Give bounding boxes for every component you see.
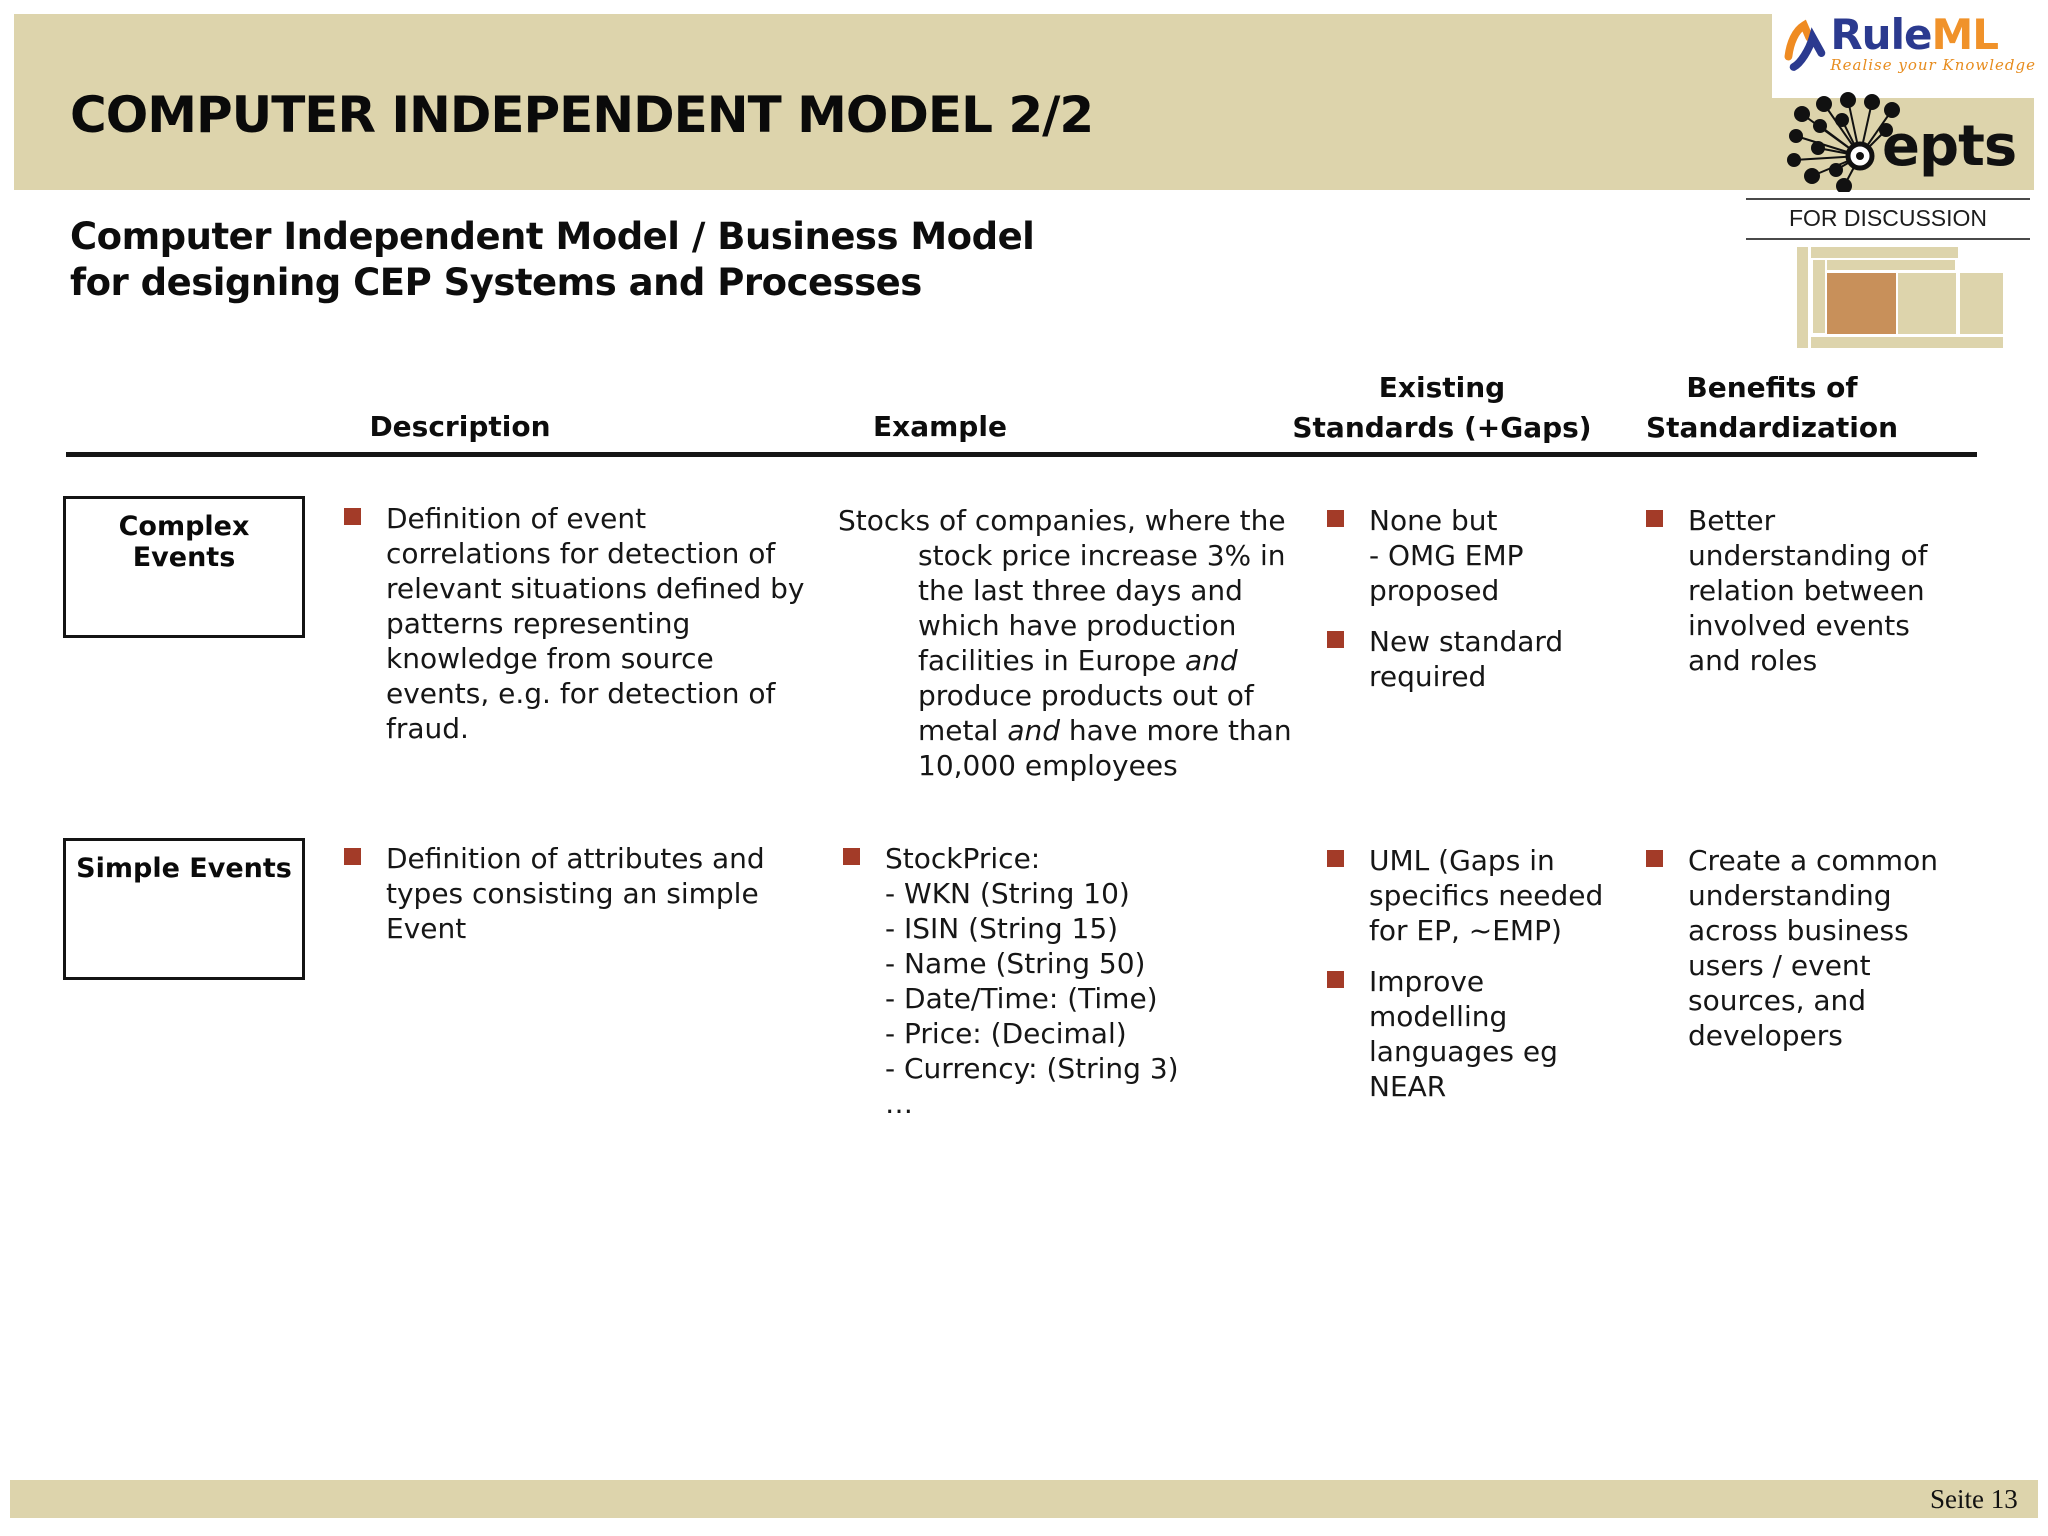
cell-text: Definition of attributes and types consi… (386, 842, 765, 945)
epts-wordmark: epts (1882, 114, 2017, 179)
cell-text: Improve modelling languages eg NEAR (1369, 965, 1558, 1103)
cell-complex-standards: None but - OMG EMP proposed New standard… (1327, 503, 1587, 694)
bullet-icon (1646, 850, 1663, 867)
ruleml-logo: RuleML Realise your Knowledge (1772, 10, 2038, 98)
list-item: Improve modelling languages eg NEAR (1327, 964, 1587, 1104)
bullet-icon (1327, 631, 1344, 648)
bullet-icon (1327, 971, 1344, 988)
cell-simple-benefits: Create a common understanding across bus… (1646, 843, 1976, 1053)
row-label-box-simple-events: Simple Events (63, 838, 305, 980)
bullet-icon (1646, 510, 1663, 527)
for-discussion-stamp: FOR DISCUSSION (1746, 198, 2030, 240)
ruleml-tagline: Realise your Knowledge (1830, 56, 2036, 74)
table-header-description: Description (369, 410, 551, 443)
list-item: None but - OMG EMP proposed (1327, 503, 1587, 608)
subtitle: Computer Independent Model / Business Mo… (70, 215, 1035, 304)
ruleml-wordmark-ml: ML (1931, 10, 1999, 59)
table-header-standards: Existing Standards (+Gaps) (1292, 371, 1592, 444)
cell-text: Definition of event correlations for det… (386, 502, 805, 745)
row-label-box-complex-events: Complex Events (63, 496, 305, 638)
list-item: New standard required (1327, 624, 1587, 694)
cell-text: New standard required (1369, 625, 1564, 693)
header-band (14, 14, 2034, 190)
slide-map-cell-bottom-bar (1811, 337, 2003, 348)
table-header-example: Example (873, 410, 1007, 443)
cell-text: None but - OMG EMP proposed (1369, 504, 1524, 607)
epts-logo: epts (1782, 92, 2042, 192)
bullet-icon (344, 508, 361, 525)
slide-map-cell-current (1827, 273, 1896, 334)
list-item: UML (Gaps in specifics needed for EP, ~E… (1327, 843, 1603, 948)
cell-text: Better understanding of relation between… (1688, 504, 1928, 677)
cell-complex-description: Definition of event correlations for det… (344, 501, 844, 746)
slide-map-graphic (1797, 247, 2004, 348)
slide-map-cell-right (1960, 273, 2003, 334)
footer-band (10, 1480, 2038, 1518)
ruleml-wordmark: RuleML Realise your Knowledge (1830, 14, 2036, 73)
cell-complex-example: Stocks of companies, where the stock pri… (838, 504, 1292, 782)
cell-simple-standards: UML (Gaps in specifics needed for EP, ~E… (1327, 843, 1603, 1104)
epts-network-icon (1787, 92, 1900, 192)
cell-text: StockPrice: - WKN (String 10) - ISIN (St… (885, 842, 1179, 1120)
bullet-icon (843, 848, 860, 865)
page-number: Seite 13 (1930, 1484, 2018, 1514)
cell-text: Create a common understanding across bus… (1688, 844, 1938, 1052)
cell-complex-benefits: Better understanding of relation between… (1646, 503, 1976, 678)
slide-map-cell-inner-bar (1813, 260, 1825, 333)
cell-text: UML (Gaps in specifics needed for EP, ~E… (1369, 844, 1604, 947)
slide-map-cell-middle (1898, 273, 1956, 334)
ruleml-swoosh-icon (1784, 19, 1826, 71)
bullet-icon (1327, 510, 1344, 527)
list-item: Create a common understanding across bus… (1646, 843, 1976, 1053)
row-label: Complex Events (118, 511, 250, 573)
bullet-icon (1327, 850, 1344, 867)
row-label: Simple Events (76, 853, 292, 884)
cell-simple-example: StockPrice: - WKN (String 10) - ISIN (St… (843, 841, 1323, 1121)
cell-simple-description: Definition of attributes and types consi… (344, 841, 844, 946)
table-header-benefits: Benefits of Standardization (1645, 371, 1899, 444)
slide-map-cell-top-bar (1811, 247, 1958, 258)
slide-title: COMPUTER INDEPENDENT MODEL 2/2 (70, 86, 1094, 144)
slide-map-cell-second-bar (1827, 260, 1955, 270)
slide-map-cell-left-bar (1797, 247, 1808, 348)
bullet-icon (344, 848, 361, 865)
ruleml-wordmark-rule: Rule (1830, 10, 1932, 59)
header-rule (66, 452, 1977, 457)
list-item: Better understanding of relation between… (1646, 503, 1976, 678)
